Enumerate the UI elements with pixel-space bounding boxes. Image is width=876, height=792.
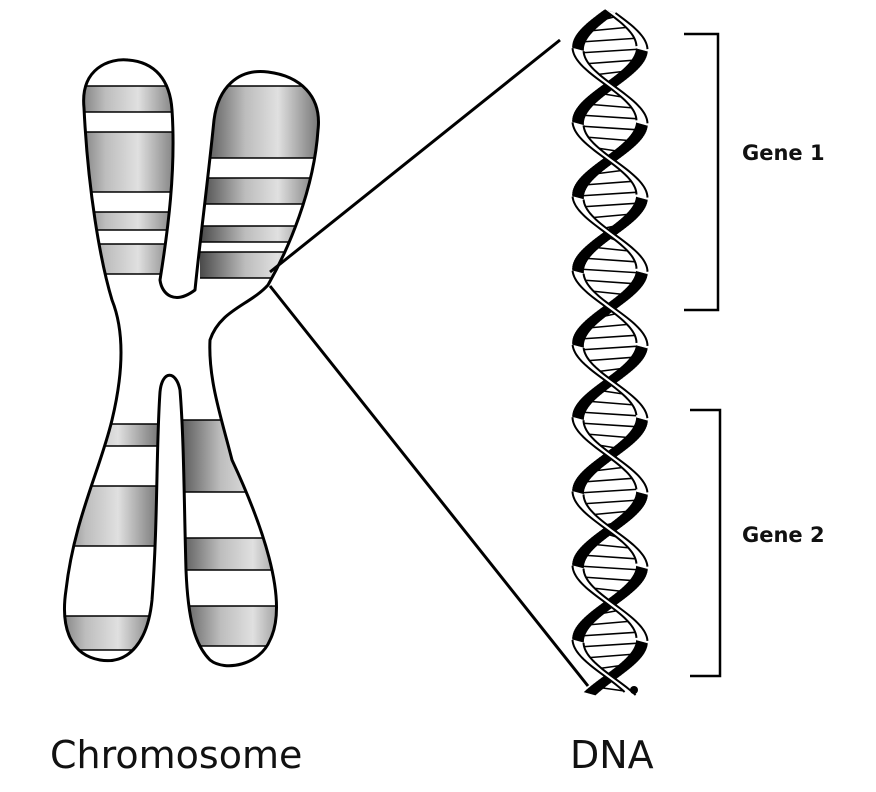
base-pair-rung [583,180,637,186]
base-pair-rung [578,125,642,131]
chromosome [62,58,320,668]
base-pair-rung [578,191,642,197]
base-pair-rung [578,114,642,120]
base-pair-rung [588,26,632,32]
dna-end-dot [630,686,638,694]
gene-bracket-2 [690,408,722,678]
base-pair-rung [577,268,643,274]
gene1-label: Gene 1 [742,141,825,165]
base-pair-rung [579,202,641,208]
base-pair-rung [582,576,638,582]
gene2-label: Gene 2 [742,523,825,547]
base-pair-rung [585,400,635,406]
base-pair-rung [578,345,642,351]
base-pair-rung [580,554,640,560]
base-pair-rung [582,477,638,483]
dna-strand-a-front [571,9,649,644]
base-pair-rung [577,565,643,571]
base-pair-rung [578,411,642,417]
base-pair-rung [578,422,642,428]
base-pair-rung [579,631,641,637]
dna-double-helix [571,9,649,696]
base-pair-rung [579,334,641,340]
zoom-line-top [269,38,561,274]
base-pair-rung [584,653,636,659]
base-pair-rung [581,257,639,263]
base-pair-rung [578,642,642,648]
base-pair-rung [587,213,633,219]
base-pair-rung [580,37,640,43]
base-pair-rung [580,499,640,505]
base-pair-rung [582,59,638,65]
base-pair-rung [583,356,637,362]
zoom-lines [268,38,590,687]
chromosome-label: Chromosome [50,733,302,777]
base-pair-rung [586,620,634,626]
gene-bracket-1 [684,32,720,312]
base-pair-rung [578,488,642,494]
dna-strand-b-front [571,47,649,696]
base-pair-rung [587,323,633,329]
base-pair-rung [581,279,639,285]
dna-label: DNA [570,733,654,777]
zoom-line-bottom [268,285,590,687]
base-pair-rung [578,48,642,54]
